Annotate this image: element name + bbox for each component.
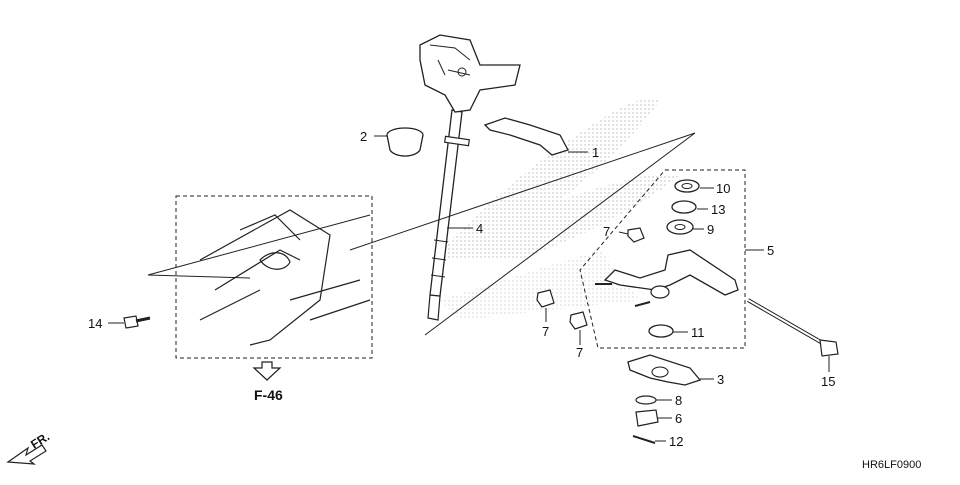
front-direction-arrow: FR. [6, 429, 52, 465]
part-10-bearing [674, 179, 700, 193]
part-7-nut-b [536, 289, 555, 308]
part-8-washer [635, 395, 657, 405]
part-11-seal [648, 324, 674, 338]
reference-label: F-46 [254, 387, 283, 403]
frame-section [147, 195, 373, 359]
callout-7-left: 7 [542, 324, 549, 339]
part-14-bolt [123, 315, 151, 329]
callout-10: 10 [716, 181, 730, 196]
callout-12: 12 [669, 434, 683, 449]
part-7-nut-a [627, 227, 645, 243]
callout-5: 5 [767, 243, 774, 258]
callout-6: 6 [675, 411, 682, 426]
callout-1: 1 [592, 145, 599, 160]
pitman-arm-assembly [595, 249, 739, 307]
part-3-joint [627, 354, 702, 386]
callout-2: 2 [360, 129, 367, 144]
group-leader-lines [349, 132, 696, 336]
part-15-bolt [747, 298, 839, 357]
shaft-top-bracket [419, 34, 521, 113]
callout-9: 9 [707, 222, 714, 237]
callout-7-right: 7 [576, 345, 583, 360]
direction-label: FR. [28, 429, 52, 451]
callout-14: 14 [88, 316, 102, 331]
callout-11: 11 [691, 325, 705, 340]
part-9-bearing [666, 219, 694, 235]
part-13-seal [671, 200, 697, 214]
steering-shaft [427, 109, 470, 321]
callout-15: 15 [821, 374, 835, 389]
callout-leaders [108, 135, 830, 442]
callout-3: 3 [717, 372, 724, 387]
callout-7-upper: 7 [603, 224, 610, 239]
part-6-castle-nut [635, 409, 659, 427]
part-7-nut-c [569, 311, 588, 330]
part-5-group-box [579, 169, 746, 349]
watermark-logo [430, 98, 680, 320]
callout-4: 4 [476, 221, 483, 236]
part-2-oil-seal [386, 127, 424, 157]
part-1-bracket [483, 117, 569, 156]
callout-8: 8 [675, 393, 682, 408]
part-12-cotter-pin [632, 435, 656, 444]
reference-arrow [252, 361, 282, 381]
callout-13: 13 [711, 202, 725, 217]
diagram-code: HR6LF0900 [862, 459, 921, 471]
